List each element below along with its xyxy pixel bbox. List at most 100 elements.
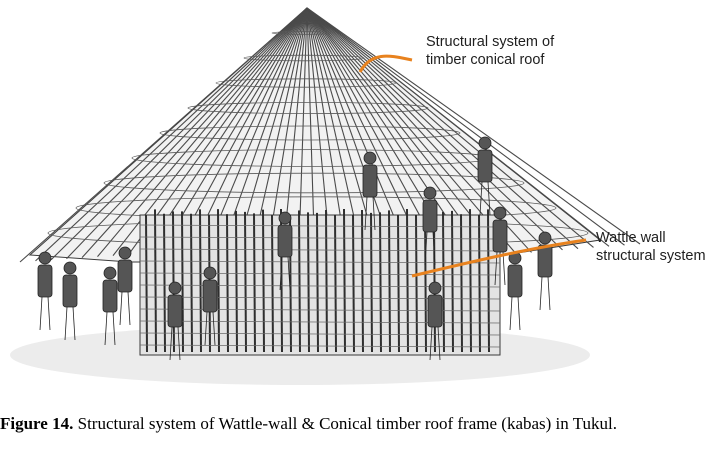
- rafter: [251, 7, 308, 250]
- worker-body: [167, 294, 183, 328]
- wall-post: [181, 211, 184, 353]
- worker-head: [363, 151, 377, 165]
- wall-post: [379, 212, 382, 353]
- rafter: [267, 7, 308, 249]
- worker-head: [63, 261, 77, 275]
- wall-post: [352, 214, 355, 353]
- wall-post: [235, 210, 238, 353]
- rafter: [306, 7, 517, 255]
- rafter: [306, 7, 362, 249]
- roof-callout-label: Structural system of timber conical roof: [426, 33, 554, 69]
- worker-head: [423, 186, 437, 200]
- wall-post: [271, 214, 274, 353]
- rafter: [220, 7, 308, 251]
- wall-post: [253, 213, 256, 353]
- rafter: [306, 7, 548, 252]
- worker-body: [537, 244, 553, 278]
- rafter: [190, 7, 308, 252]
- rafter: [306, 7, 594, 248]
- rafter: [19, 7, 308, 263]
- roof-ring: [215, 78, 397, 88]
- worker-body: [117, 259, 133, 293]
- worker-body: [102, 279, 118, 313]
- roof-callout-line: [358, 54, 413, 73]
- tukul-illustration: [10, 7, 641, 385]
- wall-post: [406, 209, 409, 353]
- rafter: [306, 7, 439, 251]
- worker-leg: [517, 296, 521, 331]
- wall-post: [388, 210, 391, 353]
- wall-weave-strand: [139, 248, 501, 252]
- wall-post: [298, 210, 301, 353]
- wall-post: [334, 214, 337, 353]
- rafter: [128, 7, 308, 256]
- roof-ring: [271, 31, 333, 35]
- worker-head: [103, 266, 117, 280]
- wall-weave-strand: [139, 236, 501, 240]
- rafter: [236, 7, 308, 250]
- wall-weave-strand: [139, 344, 501, 348]
- worker-leg: [479, 181, 483, 216]
- worker-leg: [424, 231, 428, 266]
- wall-callout-line1: Wattle wall: [596, 230, 666, 246]
- worker-leg: [432, 231, 436, 266]
- worker-body: [427, 294, 443, 328]
- rafter: [159, 7, 308, 254]
- worker-leg: [64, 306, 68, 341]
- roof-ring: [159, 125, 461, 141]
- worker-leg: [177, 326, 181, 361]
- worker-leg: [502, 251, 506, 286]
- wall-post: [343, 208, 346, 353]
- rafter: [306, 7, 409, 250]
- wall-post: [154, 209, 157, 353]
- rafter: [306, 7, 424, 250]
- wall-weave-strand: [139, 260, 501, 264]
- worker-head: [493, 206, 507, 220]
- rafter: [306, 7, 347, 249]
- wall-post: [325, 210, 328, 353]
- wall-post: [478, 214, 481, 353]
- worker-leg: [364, 196, 368, 231]
- rafter: [298, 7, 308, 249]
- rafter: [306, 7, 470, 252]
- wall-post: [226, 214, 229, 353]
- worker-body: [277, 224, 293, 258]
- wall-post: [487, 209, 490, 353]
- wall-post: [172, 211, 175, 353]
- wall-post: [424, 209, 427, 353]
- worker-head: [478, 136, 492, 150]
- wall-post: [397, 214, 400, 353]
- rafter: [174, 7, 308, 253]
- worker-body: [62, 274, 78, 308]
- worker-leg: [119, 291, 123, 326]
- worker-leg: [169, 326, 173, 361]
- worker-leg: [509, 296, 513, 331]
- worker-body: [507, 264, 523, 298]
- rafter: [306, 7, 610, 247]
- rafter: [306, 7, 331, 249]
- worker-body: [492, 219, 508, 253]
- wall-weave-strand: [139, 332, 501, 336]
- worker-leg: [487, 181, 491, 216]
- worker-leg: [112, 311, 116, 346]
- wall-post: [190, 213, 193, 353]
- worker-leg: [212, 311, 216, 346]
- rafter: [66, 7, 308, 260]
- wall-post: [415, 214, 418, 353]
- rafter: [205, 7, 308, 251]
- worker-body: [37, 264, 53, 298]
- worker-leg: [47, 296, 51, 331]
- worker-leg: [547, 276, 551, 311]
- rafter: [306, 7, 625, 246]
- wall-post: [217, 209, 220, 353]
- worker-leg: [279, 256, 283, 291]
- worker-body: [362, 164, 378, 198]
- worker-head: [538, 231, 552, 245]
- wall-callout-label: Wattle wall structural system: [596, 229, 706, 265]
- worker-leg: [104, 311, 108, 346]
- caption-text: Structural system of Wattle-wall & Conic…: [73, 414, 617, 433]
- worker-leg: [127, 291, 131, 326]
- wall-post: [442, 211, 445, 353]
- worker-head: [278, 211, 292, 225]
- wall-post: [469, 209, 472, 353]
